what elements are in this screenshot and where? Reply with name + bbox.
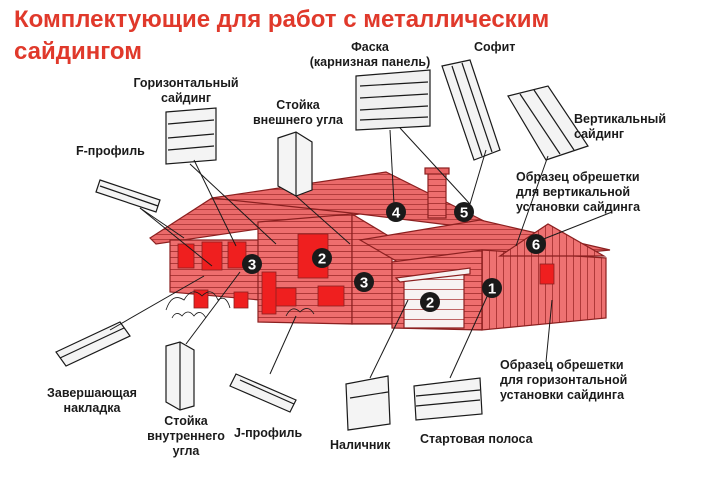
- trim-part: [345, 375, 391, 431]
- number-markers: 1 2 2 3 3 4 5: [242, 202, 546, 312]
- label-vertical-lath: Образец обрешетки для вертикальной устан…: [516, 170, 641, 214]
- soffit-part: [441, 59, 501, 161]
- svg-text:4: 4: [392, 205, 401, 222]
- label-trim: Наличник: [330, 438, 391, 452]
- svg-text:2: 2: [426, 295, 434, 312]
- label-chamfer: Фаска (карнизная панель): [309, 40, 431, 69]
- gable: [498, 223, 607, 257]
- marker-3-right: 3: [354, 272, 374, 292]
- label-f-profile: F-профиль: [76, 144, 145, 158]
- marker-5: 5: [454, 202, 474, 222]
- leader-lines: [109, 127, 613, 379]
- marker-2-middle: 2: [312, 248, 332, 268]
- label-outer-corner: Стойка внешнего угла: [253, 98, 343, 127]
- finishing-strip-part: [55, 321, 131, 367]
- svg-text:2: 2: [318, 251, 326, 268]
- horizontal-siding-part: [165, 107, 217, 165]
- starter-strip-part: [413, 377, 483, 421]
- parts: [55, 59, 589, 431]
- vertical-siding-part: [507, 85, 589, 161]
- chimney: [427, 171, 447, 219]
- label-horizontal-siding: Горизонтальный сайдинг: [133, 76, 239, 105]
- label-vertical-siding: Вертикальный сайдинг: [574, 112, 666, 141]
- label-horizontal-lath: Образец обрешетки для горизонтальной уст…: [500, 358, 628, 402]
- chamfer-panel-part: [355, 69, 431, 131]
- front-door: [261, 271, 277, 315]
- middle-side-wall: [351, 212, 393, 325]
- svg-text:3: 3: [360, 275, 368, 292]
- label-finishing-strip: Завершающая накладка: [47, 386, 137, 415]
- house: [149, 167, 611, 331]
- marker-3-left: 3: [242, 254, 262, 274]
- outer-corner-part: [277, 131, 313, 197]
- inner-corner-part: [165, 341, 195, 411]
- shrubs: [165, 291, 315, 319]
- title-line-2: сайдингом: [14, 38, 143, 65]
- marker-1: 1: [482, 278, 502, 298]
- svg-text:5: 5: [460, 205, 468, 222]
- label-soffit: Софит: [474, 40, 516, 54]
- label-starter-strip: Стартовая полоса: [420, 432, 533, 446]
- label-inner-corner: Стойка внутреннего угла: [147, 414, 225, 458]
- marker-4: 4: [386, 202, 406, 222]
- title-line-1: Комплектующие для работ с металлическим: [14, 6, 550, 33]
- label-j-profile: J-профиль: [234, 426, 303, 440]
- svg-text:6: 6: [532, 237, 540, 254]
- svg-text:1: 1: [488, 281, 496, 298]
- marker-6: 6: [526, 234, 546, 254]
- j-profile-part: [229, 373, 297, 413]
- f-profile-part: [95, 179, 161, 213]
- svg-text:3: 3: [248, 257, 256, 274]
- marker-2-garage: 2: [420, 292, 440, 312]
